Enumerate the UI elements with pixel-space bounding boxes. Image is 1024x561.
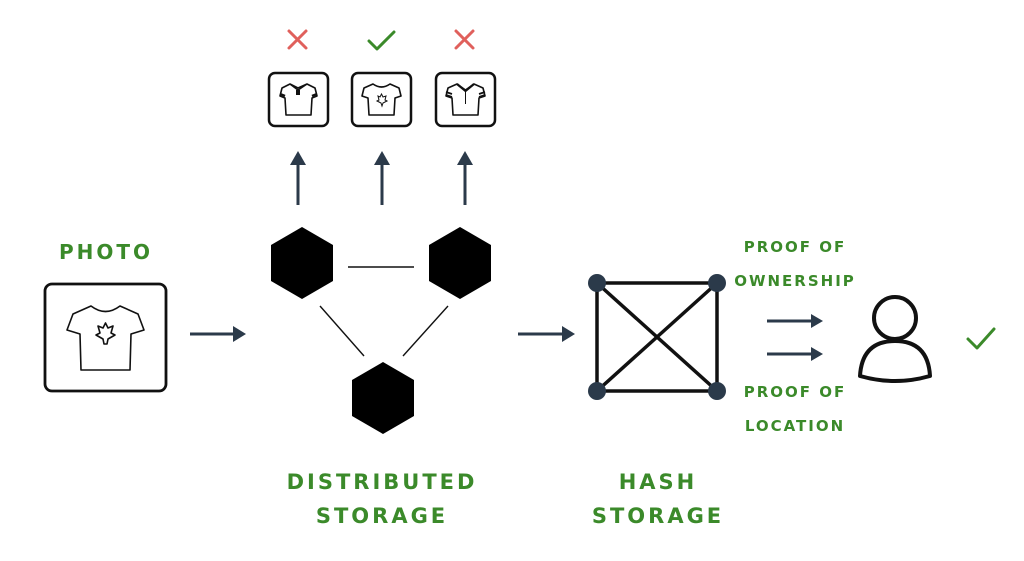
hash-storage: HASH STORAGE: [588, 274, 726, 528]
user-icon: [858, 295, 932, 383]
right-arrow-icon: [767, 347, 823, 361]
cube-icon: [352, 362, 414, 434]
polo-shirt-icon: [279, 83, 318, 116]
photo-label: PHOTO: [59, 240, 153, 264]
check-icon: [966, 327, 996, 350]
proof-of-ownership-label-line2: OWNERSHIP: [734, 272, 856, 290]
up-arrow-icon: [290, 151, 306, 205]
hash-storage-label-line2: STORAGE: [592, 504, 724, 528]
proof-of-location-label-line2: LOCATION: [745, 417, 845, 435]
retrieval-arrows: [290, 151, 473, 205]
cross-icon: [287, 29, 308, 50]
right-arrow-icon: [518, 326, 575, 342]
striped-collar-shirt-icon: [445, 83, 486, 116]
hash-graph-icon: [588, 274, 726, 400]
candidate-tile-3: [434, 71, 497, 128]
candidate-shirts: [267, 29, 497, 128]
up-arrow-icon: [457, 151, 473, 205]
check-icon: [367, 30, 396, 51]
distributed-storage: DISTRIBUTED STORAGE: [271, 227, 491, 528]
proof-of-ownership-label-line1: PROOF OF: [744, 238, 847, 256]
cube-icon: [271, 227, 333, 299]
cube-icon: [429, 227, 491, 299]
distributed-storage-label-line1: DISTRIBUTED: [287, 470, 478, 494]
up-arrow-icon: [374, 151, 390, 205]
right-arrow-icon: [190, 326, 246, 342]
cross-icon: [454, 29, 475, 50]
candidate-tile-1: [267, 71, 330, 128]
proof-of-location-label-line1: PROOF OF: [744, 383, 847, 401]
right-arrow-icon: [767, 314, 823, 328]
tshirt-maple-leaf-icon: [66, 305, 145, 371]
photo-section: PHOTO: [43, 240, 168, 393]
candidate-tile-2: [350, 71, 413, 128]
distributed-storage-label-line2: STORAGE: [316, 504, 448, 528]
hash-storage-label-line1: HASH: [619, 470, 698, 494]
proofs: PROOF OF OWNERSHIP PROOF OF LOCATION: [734, 238, 856, 435]
maple-leaf-shirt-icon: [361, 83, 402, 116]
